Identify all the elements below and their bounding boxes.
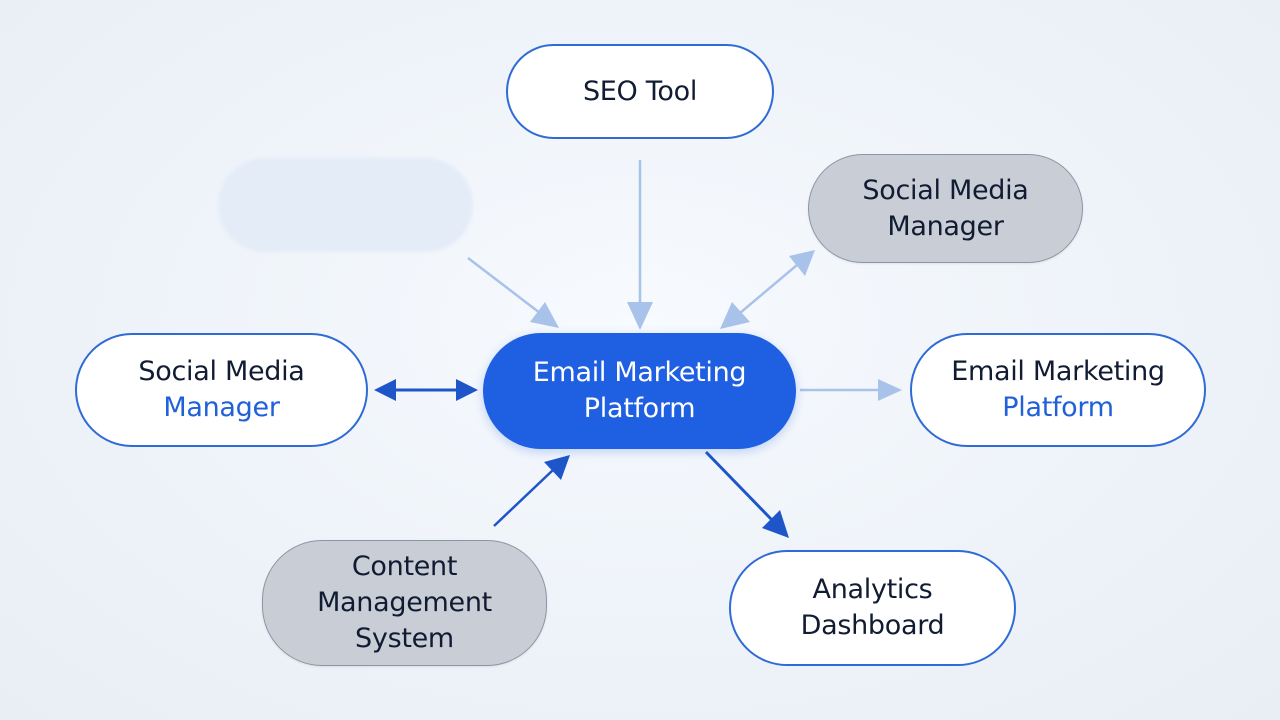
- node-label-line1: Email Marketing: [951, 356, 1165, 387]
- node-label-line2: Manager: [887, 210, 1004, 242]
- edge-center-to-analytics: [704, 450, 789, 538]
- node-label-line1: Email Marketing: [532, 357, 747, 388]
- edge-smm-left-center: [374, 379, 478, 401]
- node-label-line1: Analytics: [812, 574, 933, 605]
- edge-smm-top-center: [720, 250, 815, 329]
- node-label-line1: Social Media: [862, 174, 1029, 206]
- node-label-line2: Management: [317, 587, 492, 618]
- edge-cms-to-center: [493, 455, 570, 527]
- node-seo-tool[interactable]: SEO Tool: [506, 44, 774, 139]
- node-email-marketing-platform-center[interactable]: Email Marketing Platform: [483, 333, 796, 449]
- edge-seo-to-center: [627, 160, 653, 330]
- node-label-line2: Dashboard: [800, 610, 945, 641]
- node-social-media-manager-top[interactable]: Social Media Manager: [808, 154, 1083, 263]
- node-label-line2: Platform: [583, 393, 696, 424]
- node-label-line2: Manager: [163, 392, 280, 423]
- edge-blank-to-center: [467, 257, 559, 328]
- node-email-marketing-platform-right[interactable]: Email Marketing Platform: [910, 333, 1206, 447]
- node-label-line1: Social Media: [138, 356, 305, 387]
- edge-center-to-emp-right: [800, 379, 902, 401]
- node-analytics-dashboard[interactable]: Analytics Dashboard: [729, 550, 1016, 666]
- node-label-line1: Content: [351, 551, 458, 582]
- node-content-management-system[interactable]: Content Management System: [262, 540, 547, 666]
- node-label: SEO Tool: [582, 75, 698, 107]
- node-label-line3: System: [355, 623, 454, 654]
- node-label-line2: Platform: [1002, 392, 1114, 423]
- node-social-media-manager-left[interactable]: Social Media Manager: [75, 333, 368, 447]
- node-blank: [218, 158, 473, 252]
